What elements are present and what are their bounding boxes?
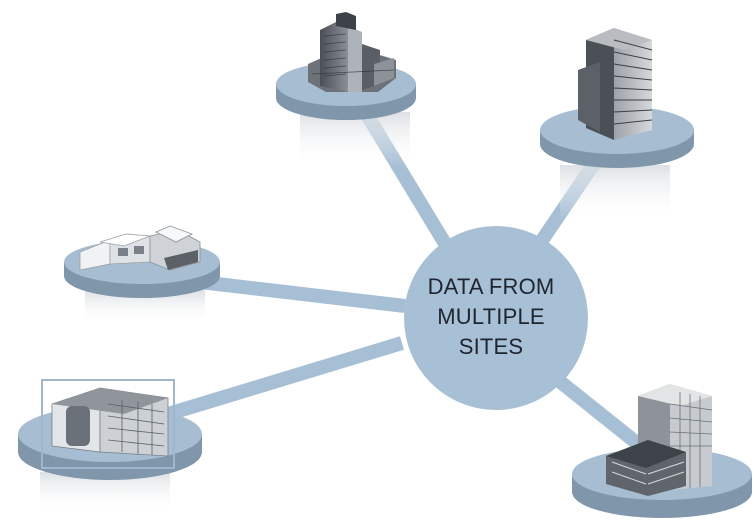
selection-box <box>41 379 175 469</box>
hub-label-line-2: MULTIPLE <box>437 304 545 329</box>
site-left[interactable] <box>64 225 220 325</box>
low-rise-house-icon <box>79 225 201 271</box>
connector-bottom-left <box>152 336 405 425</box>
office-block-building-icon <box>51 387 169 457</box>
tower-complex-building-icon <box>308 12 396 92</box>
glass-office-tower-icon <box>578 28 653 140</box>
site-bottom-left[interactable] <box>18 379 202 512</box>
platform-shadow <box>300 112 410 167</box>
platform-shadow <box>560 165 670 220</box>
connector-bottom-right <box>543 366 653 458</box>
high-rise-building-icon <box>606 384 713 496</box>
central-hub <box>404 226 588 410</box>
hub-label-line-3: SITES <box>458 334 524 359</box>
hub-label: DATA FROM MULTIPLE SITES <box>396 272 586 362</box>
site-bottom-right[interactable] <box>572 384 752 518</box>
hub-label-line-1: DATA FROM <box>427 274 555 299</box>
site-top-right[interactable] <box>540 28 694 220</box>
site-top[interactable] <box>276 12 416 167</box>
